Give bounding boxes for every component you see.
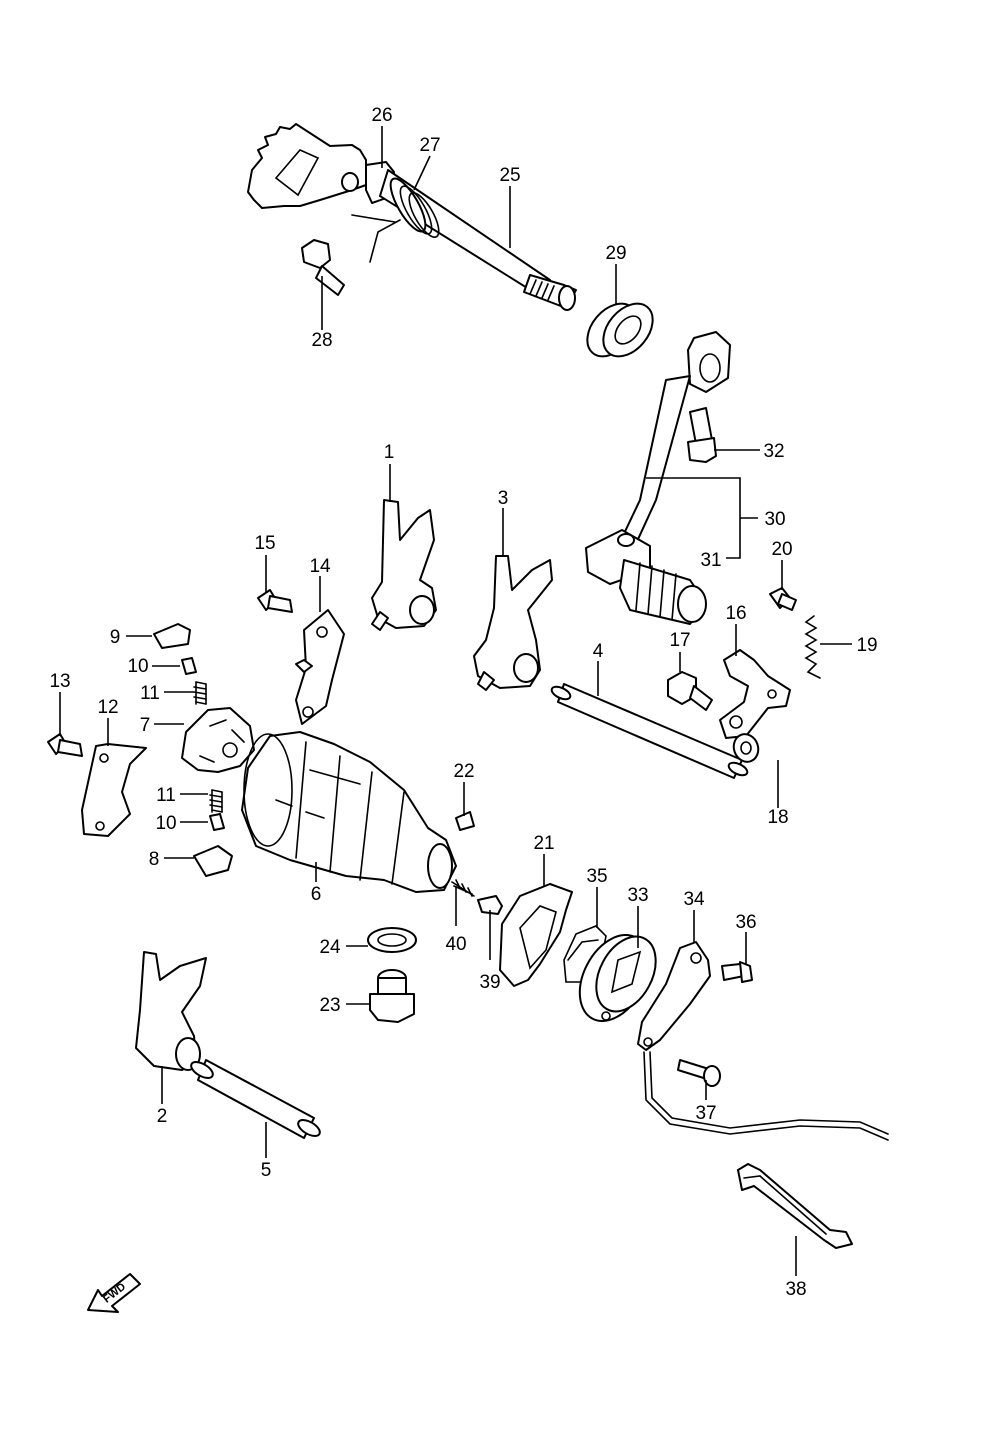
callout-13: 13 (49, 671, 70, 692)
callout-6: 6 (311, 884, 322, 905)
wire-clamp-part (737, 1163, 853, 1249)
pin-8-part (193, 845, 233, 877)
gear-sector-part (247, 123, 395, 209)
screw-13-part (47, 733, 83, 757)
lever-bolt-17-part (667, 671, 713, 711)
bolt-20-part (769, 587, 797, 611)
callout-35: 35 (586, 866, 607, 887)
callout-17: 17 (669, 630, 690, 651)
callout-10-lower: 10 (155, 813, 176, 834)
spring-40-part (451, 879, 475, 897)
callout-22: 22 (453, 761, 474, 782)
gear-shift-cam-part (241, 731, 457, 893)
spring-11-lower-part (209, 789, 223, 813)
callout-34: 34 (683, 889, 705, 910)
shift-fork-2-part (135, 951, 207, 1071)
pin-9-part (153, 623, 191, 649)
callout-32: 32 (763, 441, 784, 462)
callout-29: 29 (605, 243, 626, 264)
pin-bolt-part (301, 239, 345, 296)
callout-5: 5 (261, 1160, 272, 1181)
callout-37: 37 (695, 1103, 716, 1124)
cam-plate-part (181, 707, 255, 773)
callout-21: 21 (533, 833, 554, 854)
callout-18: 18 (767, 807, 788, 828)
screw-37-part (677, 1059, 721, 1087)
callout-38: 38 (785, 1279, 806, 1300)
callout-26: 26 (371, 105, 392, 126)
shift-fork-3-part (473, 555, 553, 691)
screw-15-part (257, 589, 293, 613)
callout-11-lower: 11 (156, 785, 176, 806)
cam-guide-part (499, 883, 573, 987)
callout-15: 15 (254, 533, 275, 554)
fork-shaft-upper-part (550, 683, 749, 779)
callout-39: 39 (479, 972, 500, 993)
pin-10-lower-part (209, 813, 225, 831)
callout-33: 33 (627, 885, 648, 906)
callout-7: 7 (140, 715, 151, 736)
callout-10-upper: 10 (127, 656, 148, 677)
stopper-lever-part (719, 649, 791, 739)
pin-39-part (477, 895, 503, 915)
screw-36-part (721, 961, 753, 983)
pawl-lifter-part (578, 934, 657, 1022)
washer-18-part (732, 733, 760, 763)
switch-plate-part (637, 941, 889, 1141)
washer-24-part (367, 927, 417, 953)
callout-4: 4 (593, 641, 604, 662)
callout-12: 12 (97, 697, 118, 718)
oil-seal-part (586, 302, 654, 358)
plug-23-part (369, 969, 415, 1023)
callout-11-upper: 11 (140, 683, 160, 704)
fwd-arrow-icon: FWD (87, 1273, 141, 1313)
callout-3: 3 (498, 488, 509, 509)
callout-23: 23 (319, 995, 340, 1016)
callout-31: 31 (700, 550, 721, 571)
plate-12-part (81, 743, 147, 837)
spring-11-upper-part (193, 681, 207, 705)
callout-40: 40 (445, 934, 466, 955)
callout-19: 19 (856, 635, 877, 656)
shaft-spring-part (351, 177, 440, 263)
callout-8: 8 (149, 849, 160, 870)
callout-16: 16 (725, 603, 746, 624)
callout-24: 24 (319, 937, 341, 958)
shift-shaft-part (379, 169, 577, 311)
pin-22-part (455, 811, 475, 831)
lever-bolt-part (687, 407, 717, 463)
callout-36: 36 (735, 912, 756, 933)
callout-28: 28 (311, 330, 332, 351)
callout-1: 1 (384, 442, 395, 463)
fork-shaft-lower-part (190, 1059, 321, 1139)
leader-lines (59, 126, 852, 1276)
callout-25: 25 (499, 165, 520, 186)
pin-10-upper-part (181, 657, 197, 675)
callout-labels: 1 2 3 4 5 6 7 8 9 10 10 11 11 12 13 14 1… (49, 105, 877, 1300)
callout-30: 30 (764, 509, 785, 530)
shift-rubber-part (619, 559, 707, 625)
callout-9: 9 (110, 627, 121, 648)
spring-19-part (804, 615, 821, 679)
callout-14: 14 (309, 556, 331, 577)
callout-27: 27 (419, 135, 440, 156)
shift-fork-1-part (371, 499, 437, 631)
callout-2: 2 (157, 1106, 168, 1127)
callout-20: 20 (771, 539, 792, 560)
cam-stopper-plate-part (295, 609, 345, 725)
